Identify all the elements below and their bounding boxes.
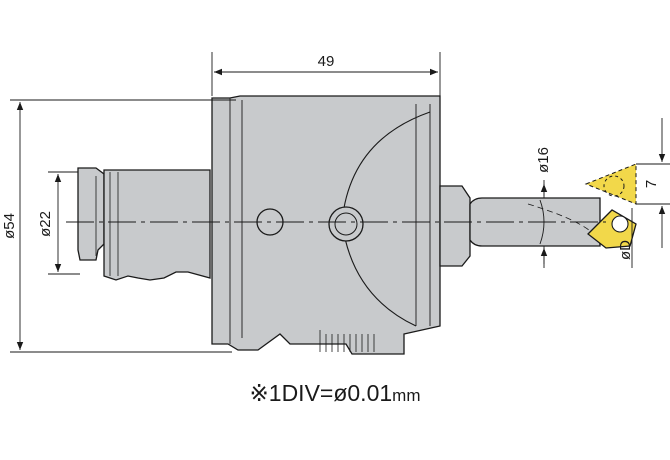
cutting-insert (584, 163, 637, 249)
main-body (211, 95, 441, 355)
shank (77, 167, 211, 281)
dim-49-label: 49 (318, 53, 335, 70)
dim-shank-diameter (48, 171, 80, 275)
dim-49 (211, 52, 441, 96)
dim-shank-diameter-label: ø22 (37, 211, 54, 237)
footnote-text: 1DIV=ø0.01 (268, 380, 393, 406)
dim-bar-diameter-label: ø16 (535, 147, 552, 173)
boring-bar (439, 185, 601, 267)
scale-footnote: ※1DIV=ø0.01mm (0, 380, 670, 407)
dim-insert-offset-label: 7 (643, 180, 660, 188)
footnote-unit: mm (392, 386, 421, 405)
dim-outer-diameter (10, 99, 236, 353)
dial-scale (319, 330, 375, 352)
reference-mark: ※ (249, 380, 269, 406)
dim-outer-diameter-label: ø54 (1, 213, 18, 239)
dim-bore-diameter-label: øD (617, 240, 634, 260)
dim-insert-offset (636, 118, 670, 248)
